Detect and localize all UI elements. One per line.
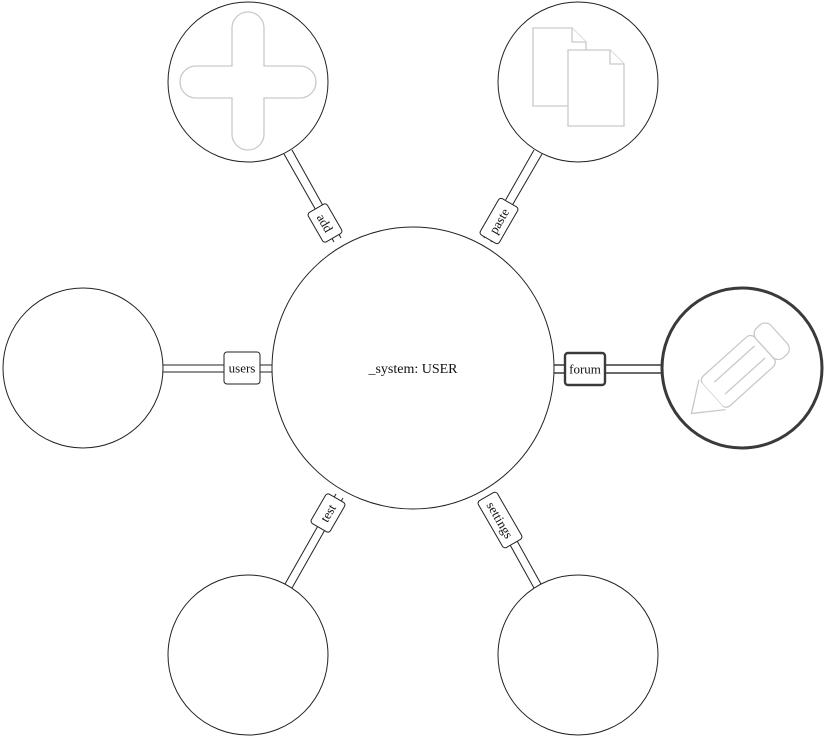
tag-settings[interactable]: settings	[477, 491, 523, 549]
tag-users[interactable]: users	[223, 351, 261, 385]
tag-add[interactable]: add	[307, 203, 343, 243]
paste-icon	[532, 27, 625, 127]
node-paste[interactable]	[497, 1, 659, 163]
tag-forum-label: forum	[569, 362, 601, 377]
node-settings[interactable]	[497, 574, 659, 736]
tag-paste[interactable]: paste	[479, 197, 519, 245]
node-forum[interactable]	[660, 286, 824, 450]
tag-forum[interactable]: forum	[563, 351, 607, 387]
center-label: _system: USER	[367, 362, 458, 377]
node-users[interactable]	[2, 287, 164, 449]
node-add[interactable]	[167, 1, 329, 163]
pencil-icon	[690, 322, 790, 415]
center-node[interactable]: _system: USER	[271, 226, 555, 510]
tag-test[interactable]: test	[310, 493, 346, 533]
node-test[interactable]	[167, 574, 329, 736]
plus-icon	[179, 11, 317, 151]
tag-users-label: users	[229, 361, 256, 376]
